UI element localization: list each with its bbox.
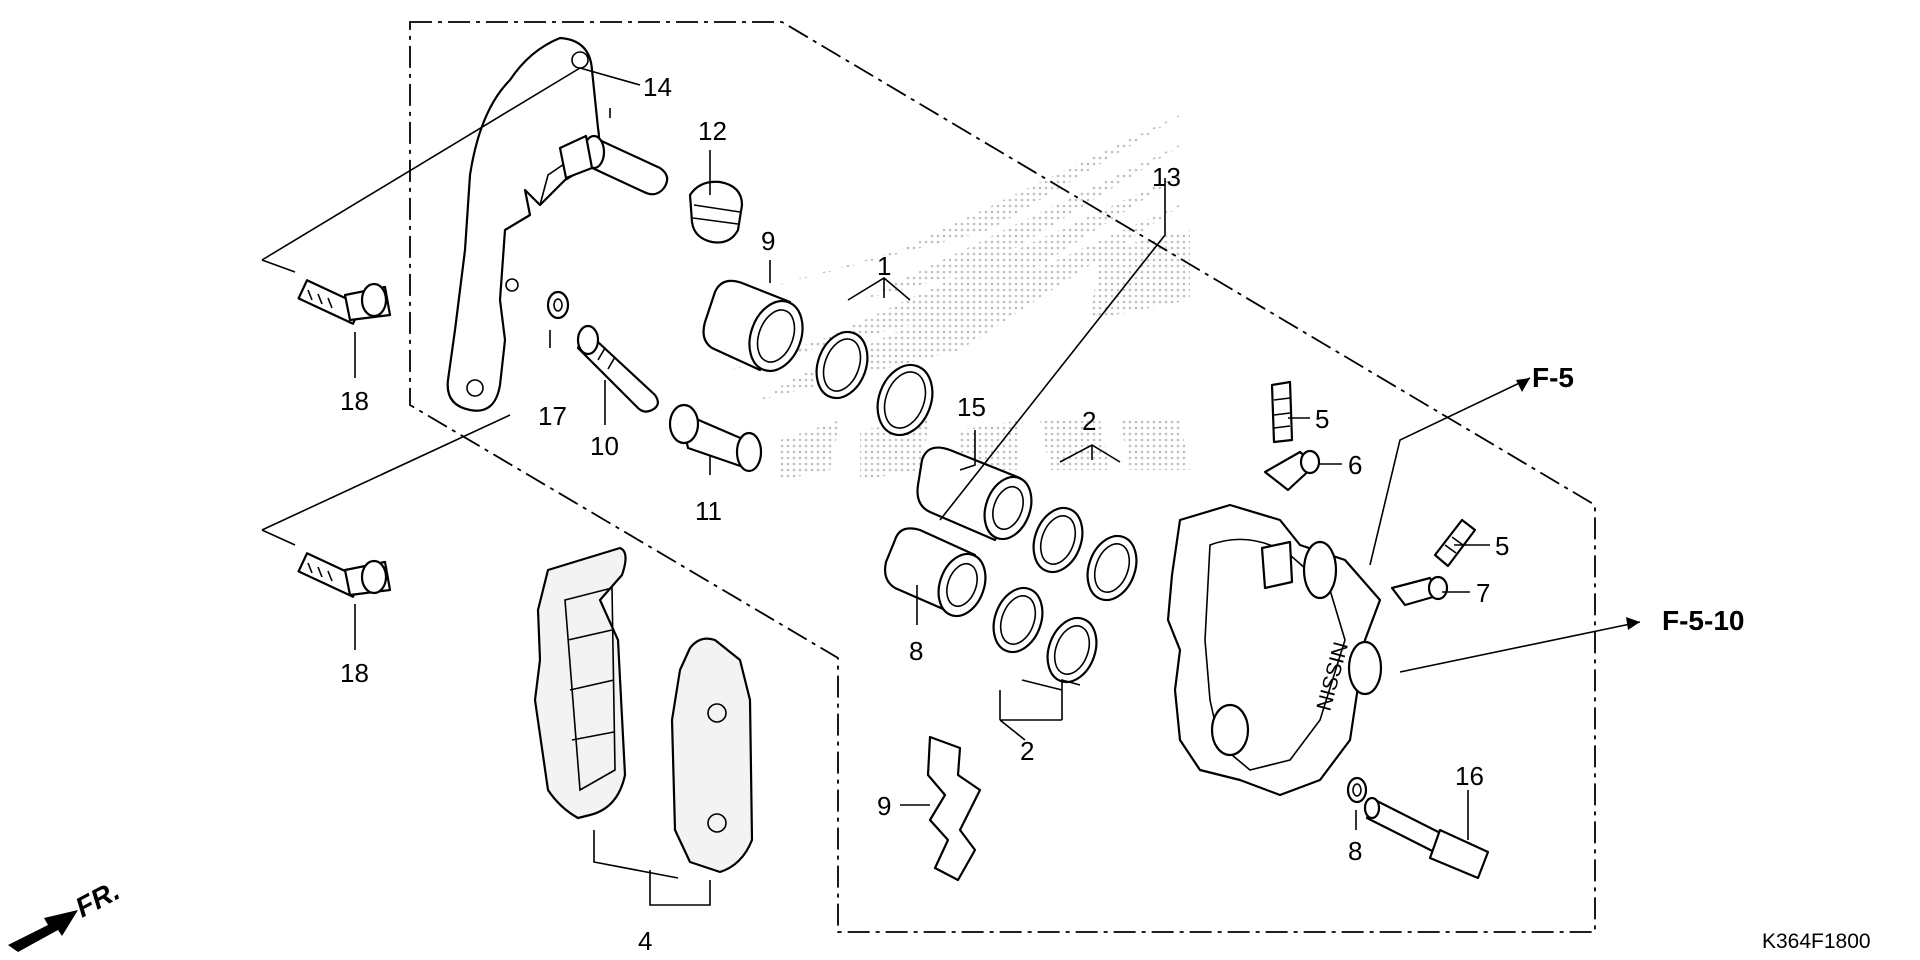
callout-8: 8 <box>1348 836 1362 866</box>
pad-spring <box>926 735 982 882</box>
bleeder-valve-upper <box>1270 380 1294 444</box>
front-arrow-icon <box>8 910 78 952</box>
caliper-bracket <box>446 36 669 412</box>
caliper-body: NISSIN <box>1166 503 1383 797</box>
bleeder-cap-lower <box>1390 575 1449 607</box>
callout-11: 11 <box>695 496 722 526</box>
callout-16: 16 <box>1455 761 1484 791</box>
callout-labels: 14 12 13 9 1 15 2 2 18 18 17 10 11 8 9 4… <box>340 72 1509 956</box>
pin-10 <box>576 324 659 413</box>
callout-12: 12 <box>698 116 727 146</box>
callout-2-upper: 2 <box>1082 406 1096 436</box>
reference-arrows <box>1516 378 1640 630</box>
callout-1: 1 <box>877 251 891 281</box>
brand-wing-watermark <box>730 110 1190 480</box>
callout-18-upper: 18 <box>340 386 369 416</box>
bracket-bolt-lower <box>297 552 392 598</box>
pin-boot <box>688 180 744 244</box>
callout-14: 14 <box>643 72 672 102</box>
callout-10: 10 <box>590 431 619 461</box>
callout-4-upper: 5 <box>1315 404 1329 434</box>
callout-5-upper: 6 <box>1348 450 1362 480</box>
piston-seal-set <box>815 330 934 437</box>
front-label: FR. <box>70 875 124 924</box>
callout-4-lower: 5 <box>1495 531 1509 561</box>
callout-9: 9 <box>761 226 775 256</box>
washer-8 <box>1346 776 1368 804</box>
callout-5-lower: 7 <box>1476 578 1490 608</box>
reference-f-5[interactable]: F-5 <box>1532 362 1574 393</box>
callout-17: 17 <box>538 401 567 431</box>
bleeder-valve-lower <box>1433 518 1477 568</box>
pad-pin-16 <box>1363 796 1490 880</box>
sleeve-9 <box>702 279 804 372</box>
callout-13: 13 <box>1152 162 1181 192</box>
diagram-code: K364F1800 <box>1762 930 1871 953</box>
front-direction-indicator: FR. <box>8 875 125 952</box>
reference-labels: F-5 F-5-10 <box>1532 362 1744 636</box>
washer-17 <box>546 290 570 320</box>
callout-7: 9 <box>877 791 891 821</box>
slide-pin-11 <box>668 403 763 473</box>
piston-seal-upper-pair <box>1032 506 1138 602</box>
piston-6 <box>883 527 987 618</box>
brake-pad-set <box>533 546 754 874</box>
callout-6: 8 <box>909 636 923 666</box>
reference-f-5-10[interactable]: F-5-10 <box>1662 605 1744 636</box>
leader-lines <box>261 67 1641 906</box>
callout-15: 15 <box>957 392 986 422</box>
bracket-bolt-upper <box>297 279 392 325</box>
callout-2-lower: 2 <box>1020 736 1034 766</box>
piston-seal-lower-pair <box>992 586 1098 684</box>
callout-3: 4 <box>638 926 652 956</box>
callout-18-lower: 18 <box>340 658 369 688</box>
piston-15 <box>916 446 1033 542</box>
bleeder-cap-upper <box>1263 449 1321 492</box>
